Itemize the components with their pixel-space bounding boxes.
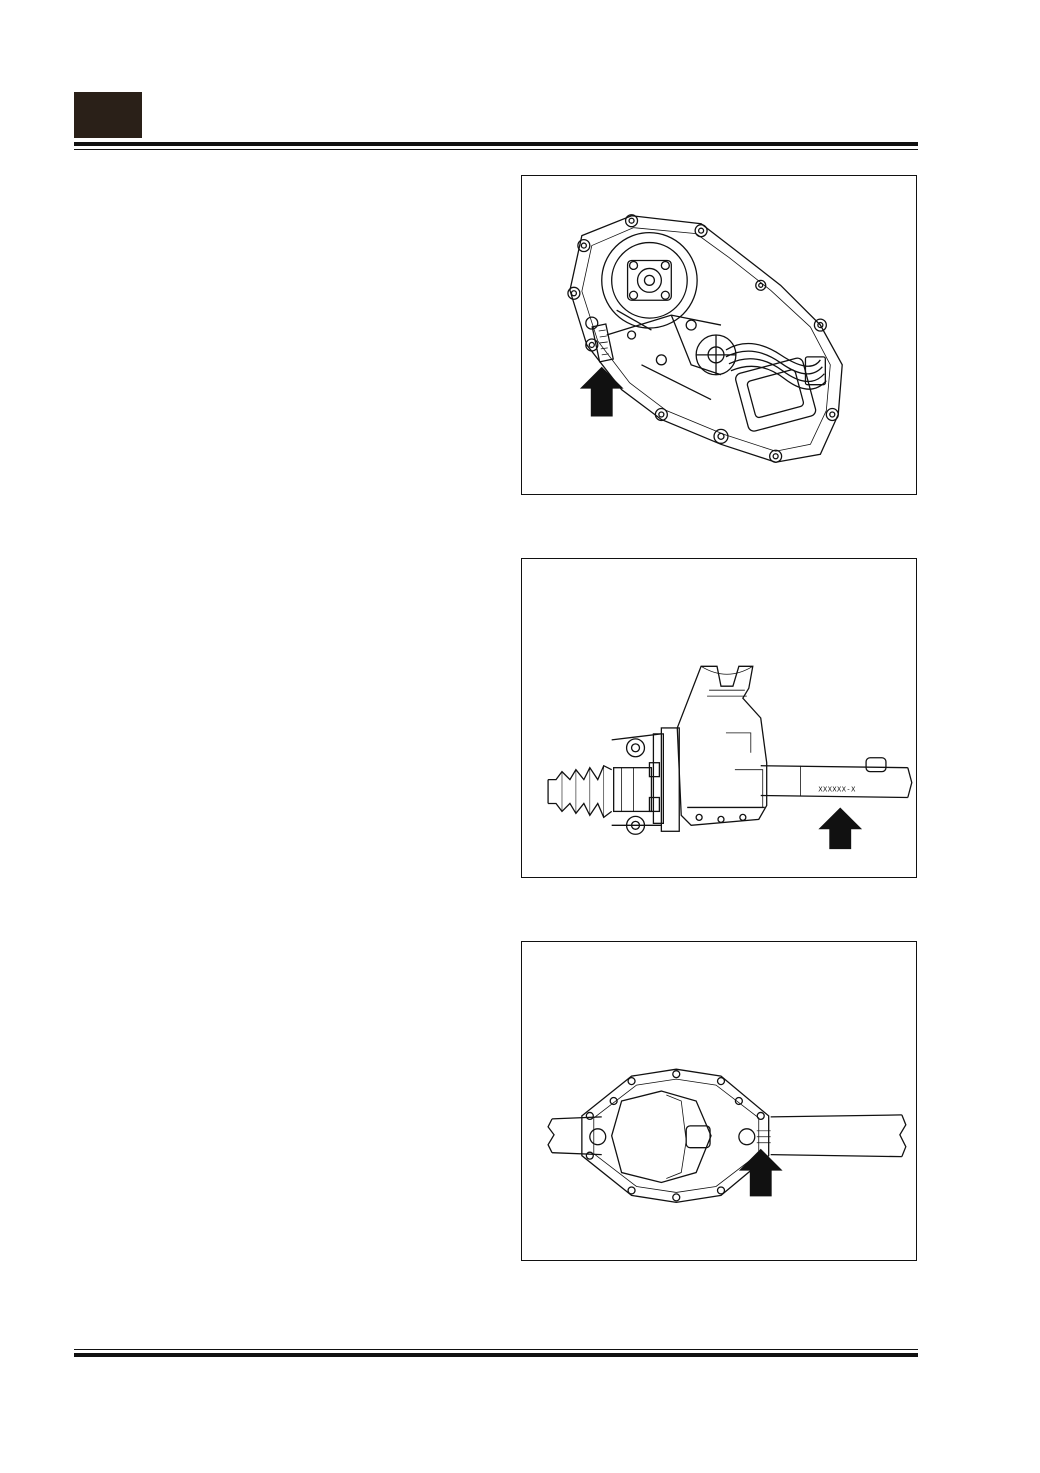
section-tab-block [74, 92, 142, 138]
rear-axle-illustration [547, 1068, 907, 1204]
axle-serial-stamp: XXXXXX-X [818, 786, 856, 794]
header-rule-thick [74, 142, 918, 146]
header-rule-thin [74, 149, 918, 150]
front-axle-figure: XXXXXX-X [521, 558, 917, 878]
transfer-box-figure [521, 175, 917, 495]
footer-rule-thin [74, 1349, 918, 1350]
front-axle-illustration: XXXXXX-X [547, 665, 913, 850]
footer-rule-thick [74, 1353, 918, 1357]
up-arrow-icon [818, 807, 863, 850]
rear-axle-figure [521, 941, 917, 1261]
up-arrow-icon [738, 1148, 783, 1197]
up-arrow-icon [579, 366, 624, 417]
transfer-box-illustration [567, 214, 843, 463]
